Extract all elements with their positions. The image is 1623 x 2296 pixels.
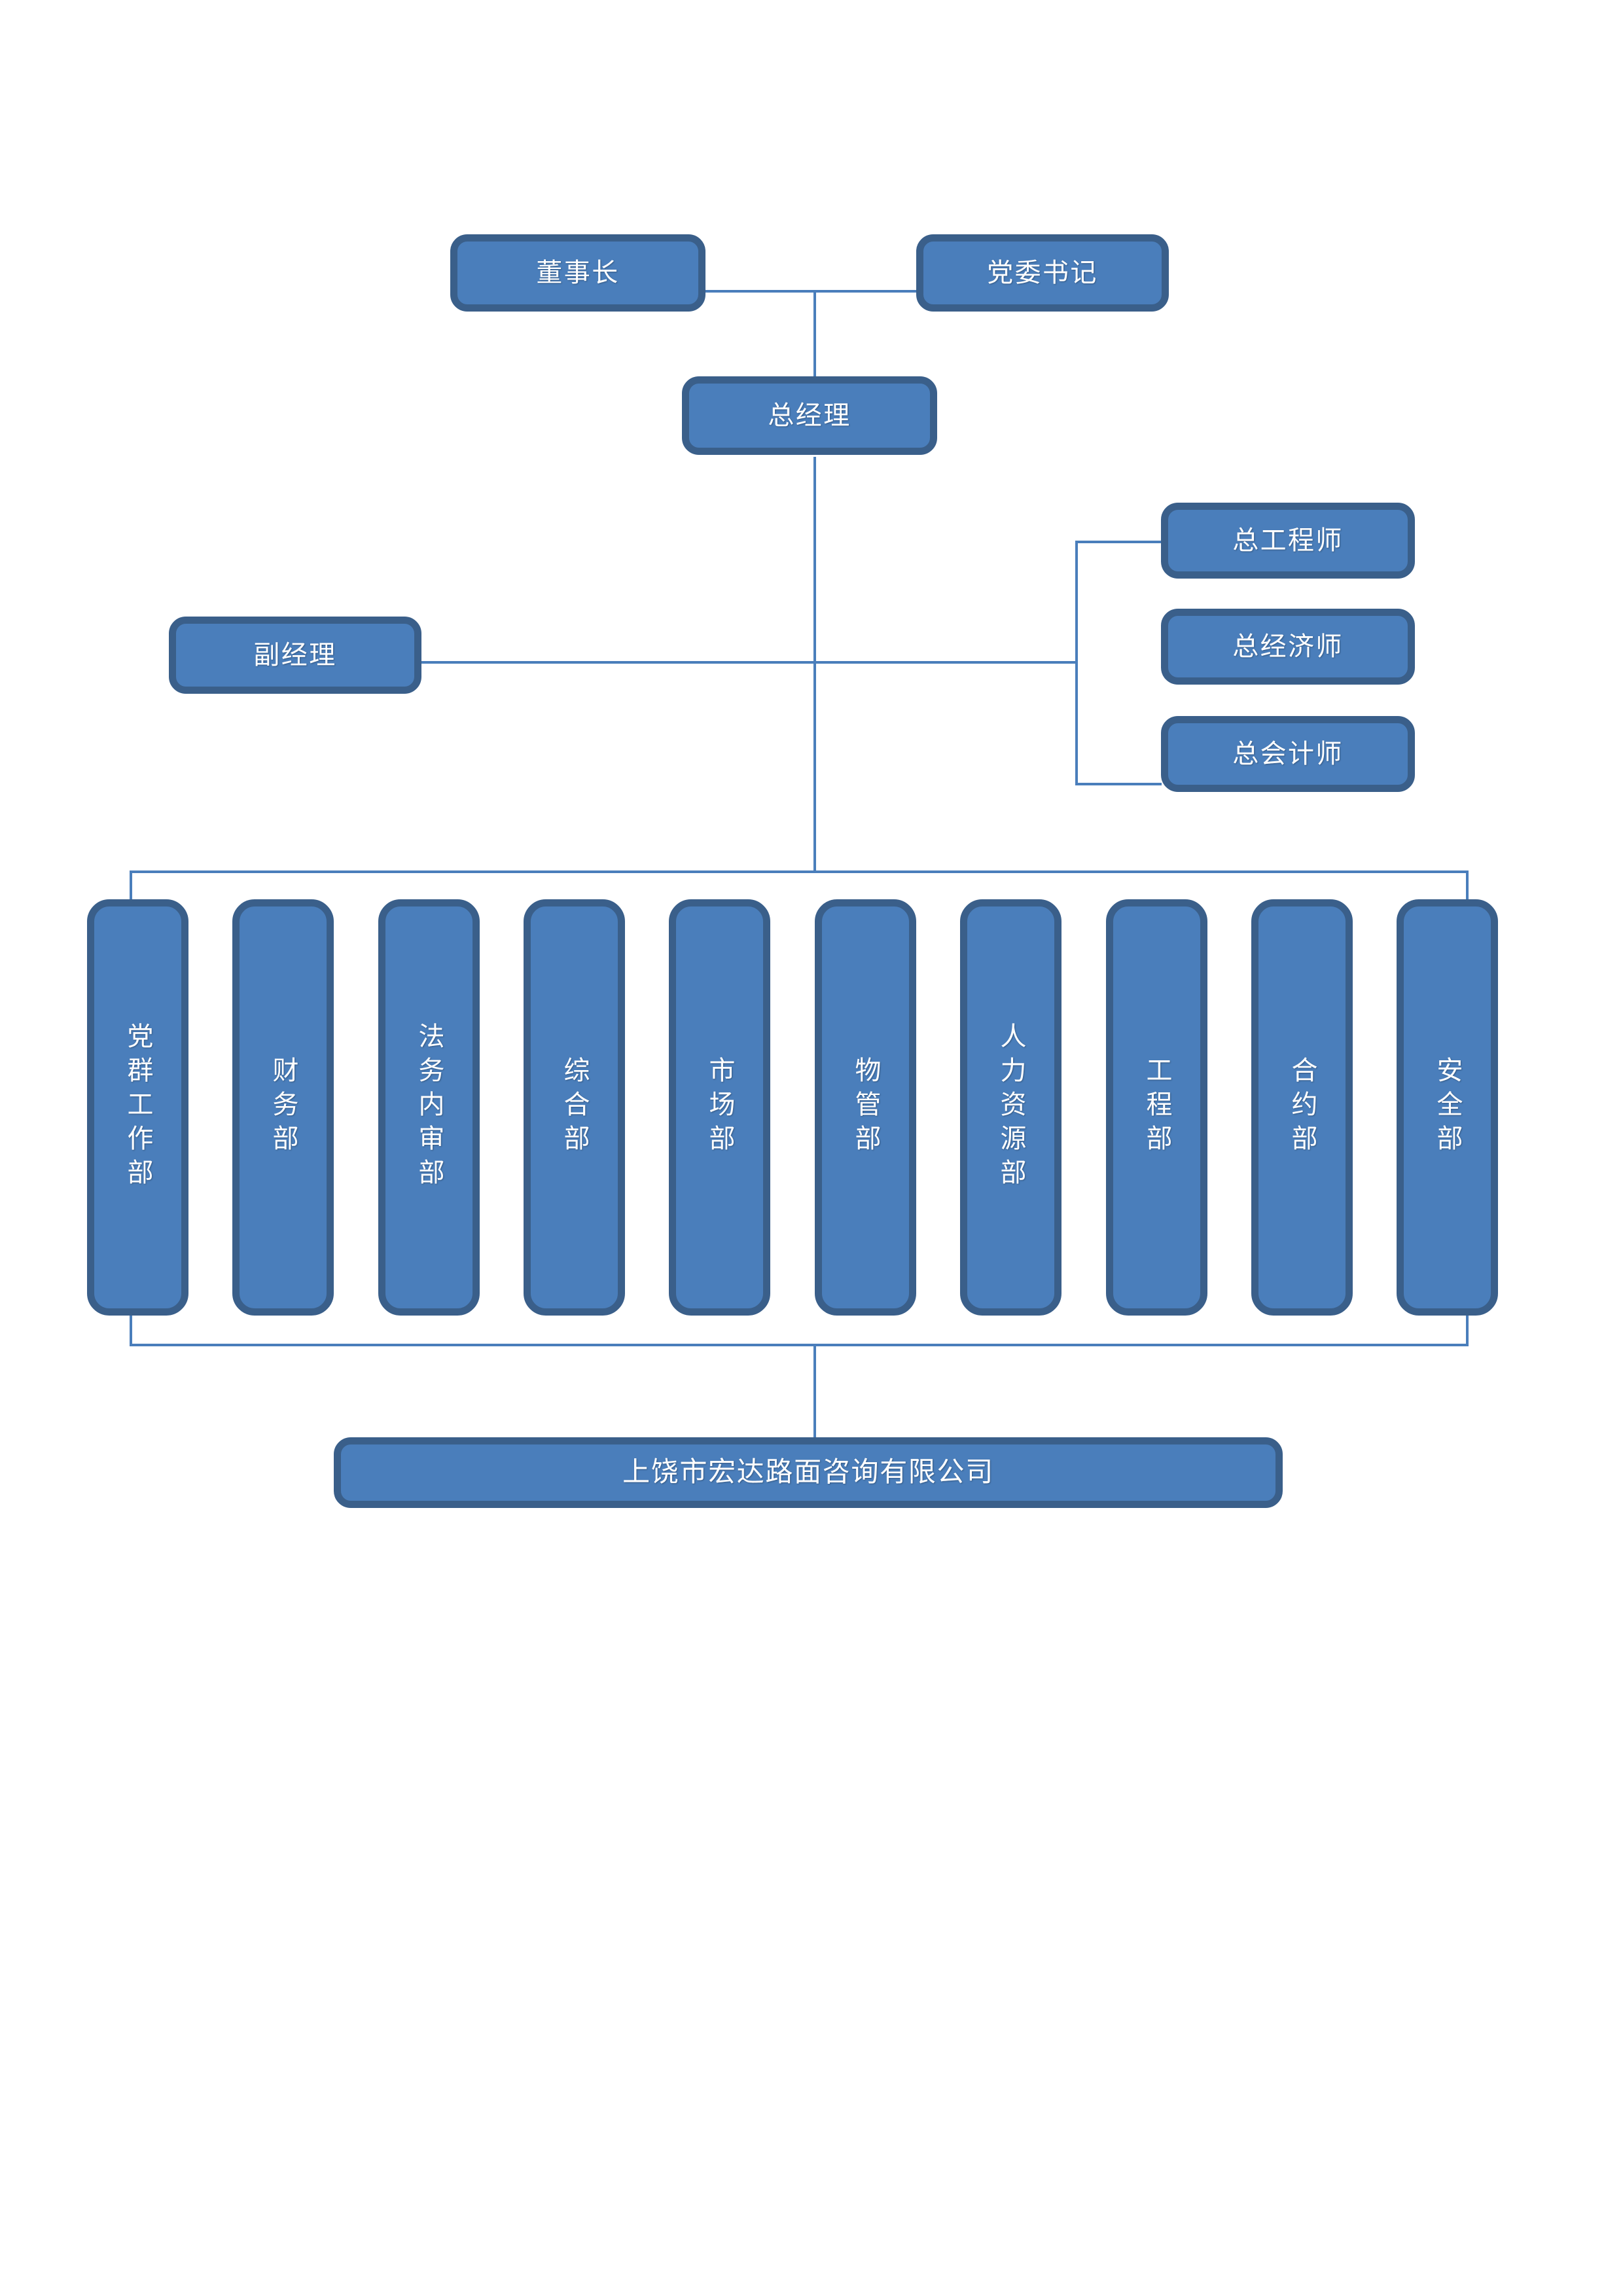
department-label: 党群工作部 (123, 1022, 153, 1193)
connector-department-bus-bottom-left-rise (130, 1315, 132, 1346)
department-box[interactable]: 法务内审部 (378, 899, 480, 1316)
department-box[interactable]: 综合部 (524, 899, 625, 1316)
department-box[interactable]: 安全部 (1397, 899, 1498, 1316)
node-chairman[interactable]: 董事长 (450, 234, 705, 312)
department-label: 法务内审部 (414, 1022, 444, 1193)
department-box[interactable]: 工程部 (1106, 899, 1207, 1316)
department-label: 财务部 (268, 1056, 298, 1158)
node-deputy-manager[interactable]: 副经理 (169, 617, 421, 694)
department-label: 合约部 (1287, 1056, 1317, 1158)
node-party-secretary[interactable]: 党委书记 (916, 234, 1169, 312)
connector-chief-engineer-branch (1075, 541, 1162, 543)
connector-chief-officers-bracket-spine (1075, 541, 1078, 785)
node-chief-accountant[interactable]: 总会计师 (1161, 716, 1415, 792)
department-label: 市场部 (705, 1056, 735, 1158)
connector-department-bus-bottom (130, 1344, 1469, 1346)
connector-department-bus-top-right-drop (1466, 870, 1469, 899)
connector-deputy-manager-to-spine (419, 661, 1077, 664)
department-label: 物管部 (851, 1056, 881, 1158)
department-label: 安全部 (1433, 1056, 1463, 1158)
department-label: 人力资源部 (996, 1022, 1026, 1193)
connector-department-bus-bottom-right-rise (1466, 1315, 1469, 1346)
node-company-name[interactable]: 上饶市宏达路面咨询有限公司 (334, 1437, 1283, 1508)
department-box[interactable]: 物管部 (815, 899, 916, 1316)
department-box[interactable]: 市场部 (669, 899, 770, 1316)
department-box[interactable]: 党群工作部 (87, 899, 188, 1316)
connector-department-bus-top-left-drop (130, 870, 132, 899)
connector-spine-to-general-manager (813, 290, 816, 378)
connector-department-bus-top (130, 870, 1469, 873)
department-label: 综合部 (560, 1056, 590, 1158)
connector-general-manager-to-bus (813, 457, 816, 872)
department-box[interactable]: 财务部 (232, 899, 334, 1316)
node-chief-engineer[interactable]: 总工程师 (1161, 503, 1415, 579)
department-label: 工程部 (1142, 1056, 1172, 1158)
connector-chairman-to-party-secretary (703, 290, 920, 293)
department-box[interactable]: 人力资源部 (960, 899, 1061, 1316)
node-chief-economist[interactable]: 总经济师 (1161, 609, 1415, 685)
connector-bus-to-company (813, 1344, 816, 1438)
node-general-manager[interactable]: 总经理 (682, 376, 937, 455)
connector-chief-accountant-branch (1075, 783, 1162, 785)
department-box[interactable]: 合约部 (1251, 899, 1353, 1316)
